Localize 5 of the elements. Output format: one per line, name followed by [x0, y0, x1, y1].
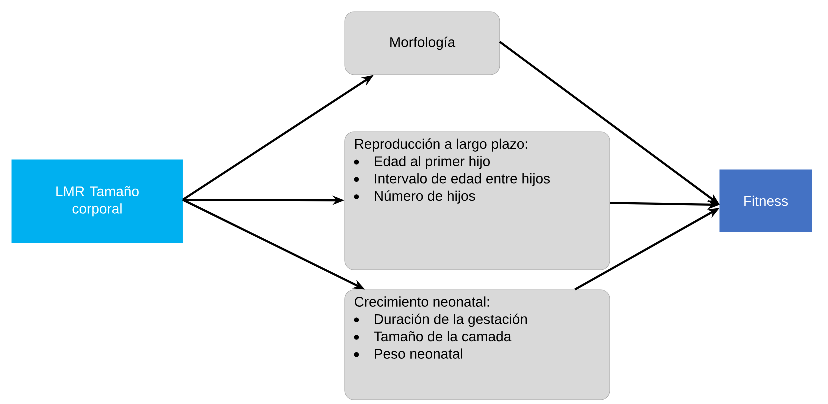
list-box: Reproducción a largo plazo: Edad al primer hijo Intervalo de edad entre hijos Número de hijos: [344, 132, 610, 270]
process-box: Fitness: [720, 170, 812, 232]
list-box: Crecimiento neonatal: Duración de la gestación Tamaño de la camada Peso neonatal: [344, 290, 610, 400]
process-box: LMR Tamaño corporal: [12, 160, 184, 244]
process-box: Morfología: [344, 12, 500, 76]
